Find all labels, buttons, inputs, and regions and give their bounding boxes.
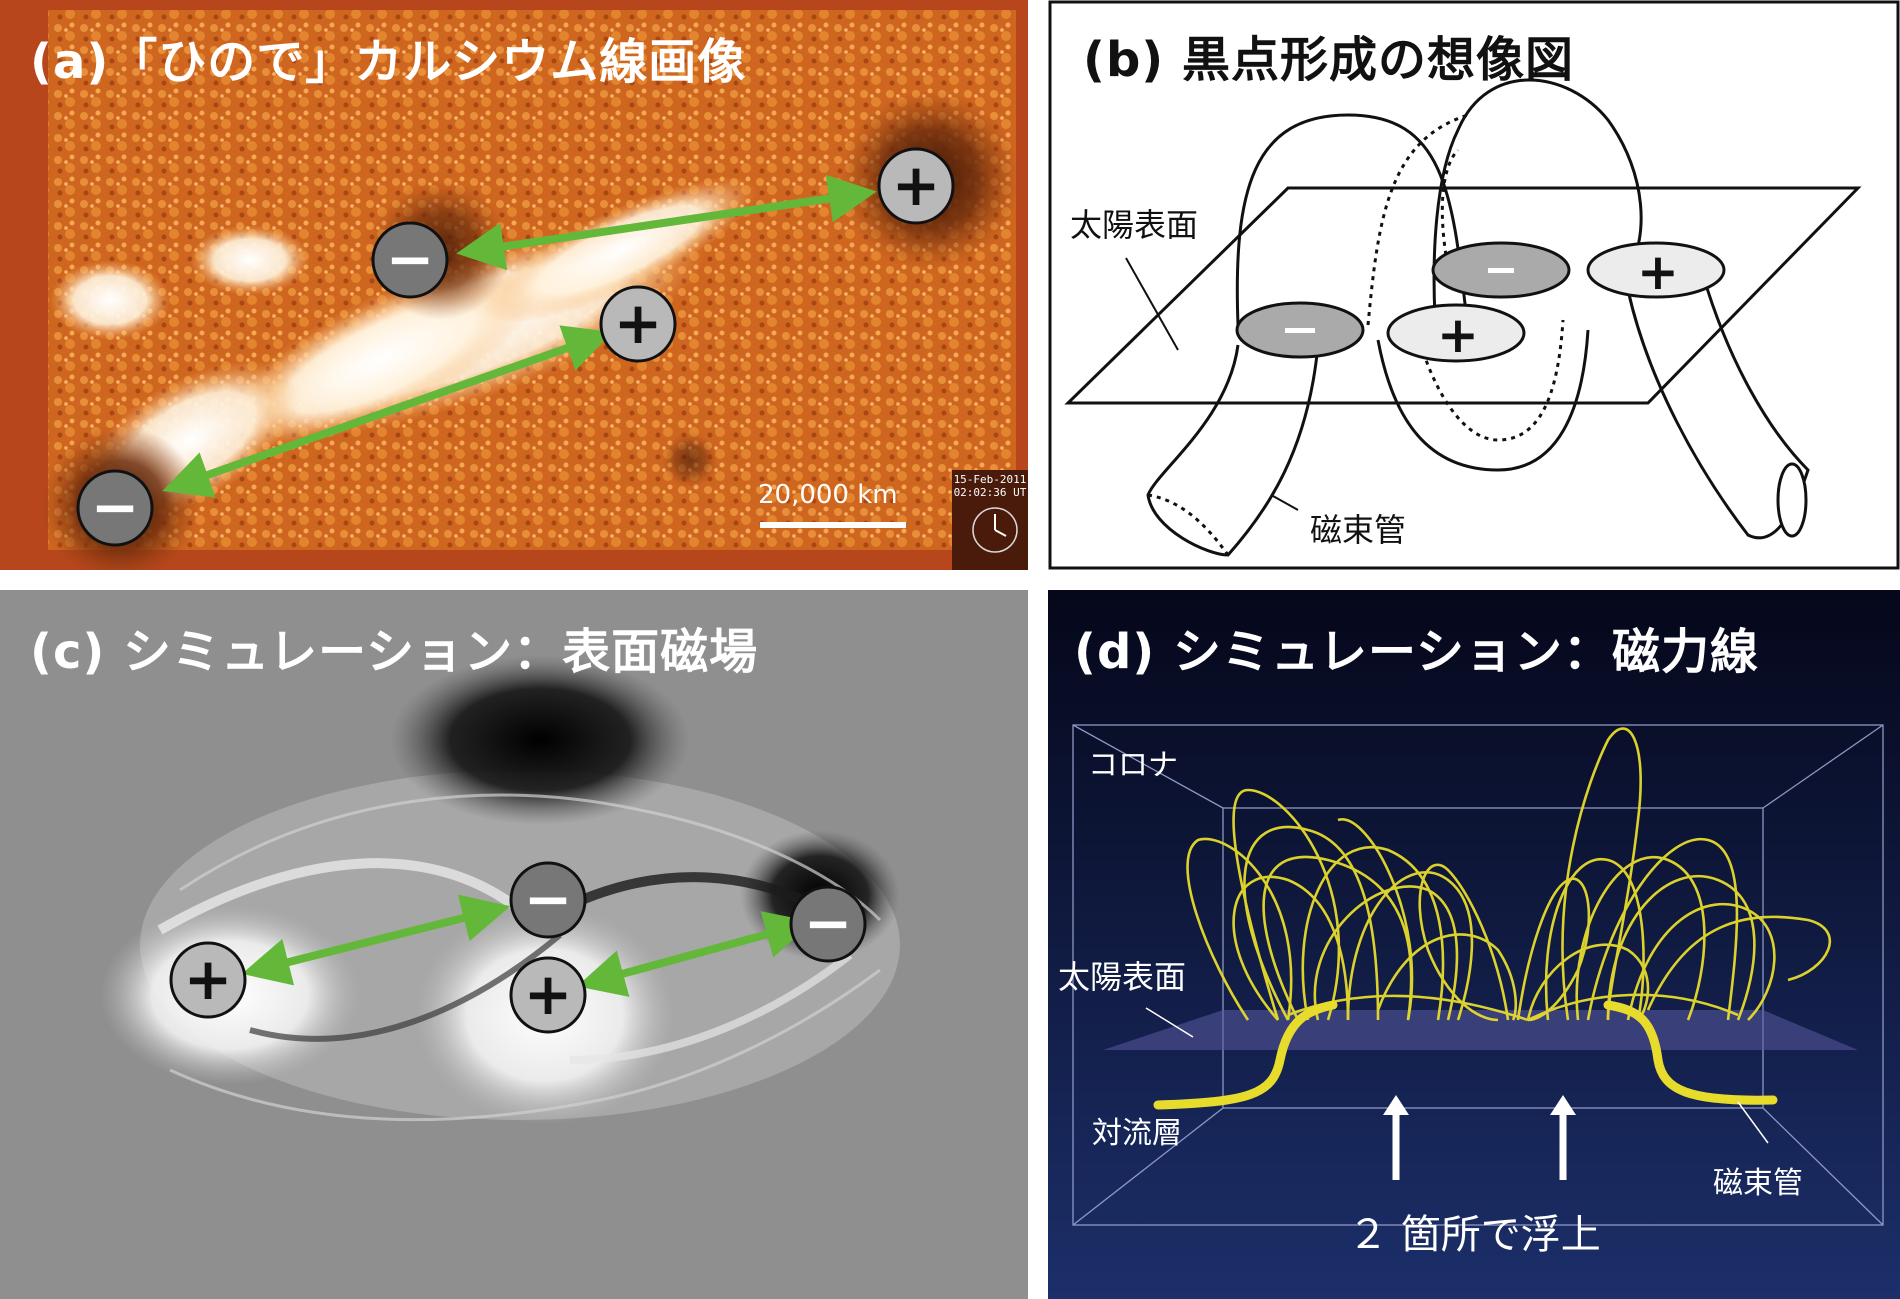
polarity-plus-marker: + xyxy=(171,943,245,1017)
label-solar-surface: 太陽表面 xyxy=(1070,200,1198,246)
scale-bar xyxy=(760,522,906,528)
svg-text:+: + xyxy=(1637,243,1679,301)
panel-a-hinode-image: 15-Feb-2011 02:02:36 UT 20,000 km + − + … xyxy=(0,0,1028,570)
label-two-site-emergence: ２ 箇所で浮上 xyxy=(1348,1202,1601,1260)
polarity-minus-marker: − xyxy=(373,223,447,297)
svg-text:+: + xyxy=(524,960,573,1028)
label-corona: コロナ xyxy=(1088,740,1178,784)
polarity-plus-marker: + xyxy=(511,958,585,1032)
svg-text:−: − xyxy=(91,473,140,541)
svg-text:−: − xyxy=(804,889,853,957)
panel-b-title: (b) 黒点形成の想像図 xyxy=(1083,20,1574,90)
polarity-plus-marker: + xyxy=(601,287,675,361)
panel-d-field-lines: (d) シミュレーション：磁力線 コロナ 太陽表面 対流層 磁束管 ２ 箇所で浮… xyxy=(1048,590,1900,1299)
svg-text:+: + xyxy=(892,151,941,219)
panel-c-surface-field: + − + − (c) シミュレーション：表面磁場 xyxy=(0,590,1028,1299)
svg-text:+: + xyxy=(184,945,233,1013)
svg-text:+: + xyxy=(1437,306,1479,364)
svg-text:+: + xyxy=(614,289,663,357)
panel-a-title: (a)「ひので」カルシウム線画像 xyxy=(30,22,746,92)
polarity-plus-marker: + xyxy=(879,149,953,223)
label-flux-tube: 磁束管 xyxy=(1310,505,1406,551)
stamp-date: 15-Feb-2011 xyxy=(954,473,1027,486)
stamp-time: 02:02:36 UT xyxy=(954,486,1027,499)
label-convection-zone: 対流層 xyxy=(1092,1108,1182,1152)
svg-text:−: − xyxy=(524,865,573,933)
svg-text:−: − xyxy=(386,225,435,293)
label-flux-tube: 磁束管 xyxy=(1713,1158,1803,1202)
panel-b-schematic: + + (b) 黒点形成の想像図 太陽表面 磁束管 xyxy=(1048,0,1900,570)
surface-field-map: + − + − xyxy=(0,590,1028,1299)
panel-d-title: (d) シミュレーション：磁力線 xyxy=(1074,612,1759,682)
panel-c-title: (c) シミュレーション：表面磁場 xyxy=(30,612,758,682)
polarity-minus-marker: − xyxy=(511,863,585,937)
scale-label: 20,000 km xyxy=(758,480,898,510)
polarity-minus-marker: − xyxy=(78,471,152,545)
polarity-minus-marker: − xyxy=(791,887,865,961)
label-solar-surface: 太陽表面 xyxy=(1058,952,1186,998)
